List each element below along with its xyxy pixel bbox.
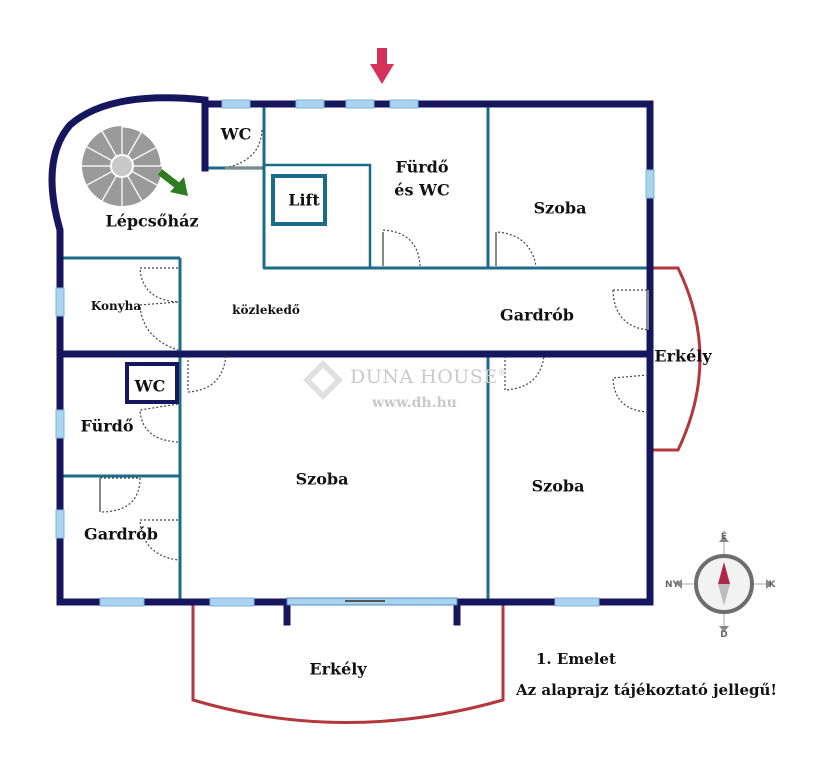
lift-label: Lift [288,190,320,210]
bottom-glass-door [286,597,458,606]
door-leaves [99,167,649,512]
watermark-brand: DUNA HOUSE® [350,366,508,388]
kitchen-label: Konyha [90,299,142,313]
inner-walls [60,104,650,602]
compass-west-label: NY [664,580,680,590]
wardrobe-right-label: Gardrób [500,305,574,325]
bathroom-left-label: Fürdő [80,416,134,436]
hallway-label: közlekedő [232,303,300,317]
wc-top-label: WC [220,124,252,144]
compass-south-label: D [720,630,728,640]
compass-north-label: É [720,532,728,542]
wc-left-label: WC [134,376,166,396]
bottom-balcony-outline [191,602,505,724]
room-center-label: Szoba [295,469,349,489]
room-bottom-right-label: Szoba [531,476,585,496]
wc-left-box [125,362,179,404]
balcony-right-label: Erkély [654,346,712,366]
watermark-logo-icon [303,360,343,400]
door-swings [99,127,649,561]
lift-box [271,174,327,226]
disclaimer-text: Az alaprajz tájékoztató jellegű! [516,681,778,699]
watermark-url: www.dh.hu [372,395,457,411]
entrance-arrow-icon [370,48,394,84]
room-top-right-label: Szoba [533,198,587,218]
stairwell-label: Lépcsőház [105,211,199,231]
right-balcony-outline [650,266,702,452]
stairs-direction-arrow-icon [157,169,188,196]
bathroom-label-line2: és WC [394,180,450,200]
floor-label: 1. Emelet [536,650,616,668]
compass-east-label: K [768,580,776,590]
bathroom-label-line1: Fürdő [395,157,449,177]
windows [55,99,655,607]
spiral-staircase-icon [82,124,164,206]
balcony-bottom-label: Erkély [309,659,367,679]
wardrobe-left-label: Gardrób [84,524,158,544]
compass-icon [676,536,772,632]
